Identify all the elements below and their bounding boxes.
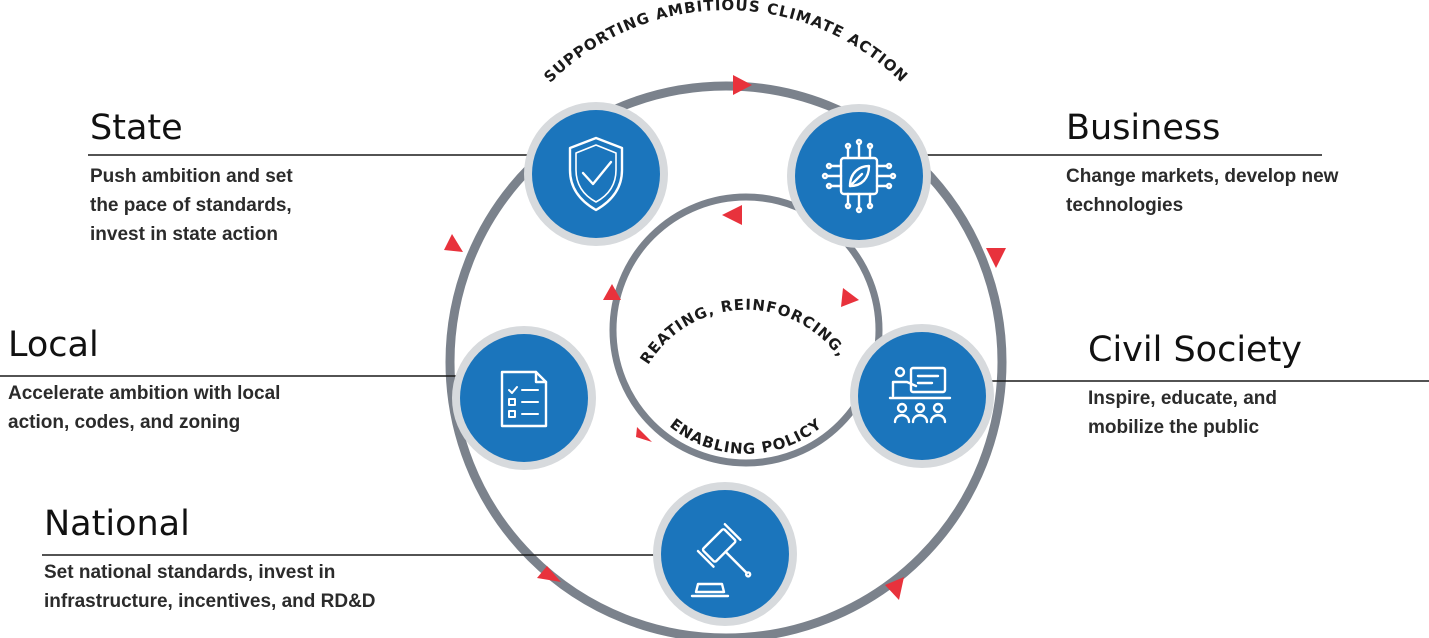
outer-ring-arrows — [444, 75, 1006, 600]
business-node — [787, 104, 931, 248]
national-label-block: National Set national standards, invest … — [44, 504, 504, 616]
civil-society-node — [850, 324, 994, 468]
leader-lines — [0, 154, 1429, 556]
civil-society-description: Inspire, educate, and mobilize the publi… — [1088, 388, 1277, 438]
outer-arrow — [444, 234, 463, 252]
outer-arrow — [986, 248, 1006, 268]
circuit-leaf-icon — [821, 138, 897, 214]
national-title: National — [44, 504, 190, 544]
local-title: Local — [8, 325, 99, 365]
gavel-icon — [690, 523, 752, 598]
local-node — [452, 326, 596, 470]
state-node — [524, 102, 668, 246]
civil-society-label-block: Civil Society Inspire, educate, and mobi… — [1088, 330, 1428, 442]
state-title: State — [90, 108, 183, 148]
business-label-block: Business Change markets, develop new tec… — [1066, 108, 1428, 220]
state-label-block: State Push ambition and set the pace of … — [90, 108, 450, 249]
outer-ring-label-gap — [499, 12, 953, 135]
inner-ring-arrows — [603, 205, 859, 442]
national-description: Set national standards, invest in infras… — [44, 562, 376, 612]
inner-arrow — [841, 288, 859, 307]
business-description: Change markets, develop new technologies — [1066, 166, 1339, 216]
local-description: Accelerate ambition with local action, c… — [8, 383, 281, 433]
inner-ring — [609, 193, 883, 467]
inner-arrow — [636, 427, 652, 442]
inner-arrow — [603, 284, 621, 300]
outer-cycle-label: SUPPORTING AMBITIOUS CLIMATE ACTION — [540, 0, 911, 86]
outer-arrow — [537, 566, 561, 582]
state-description: Push ambition and set the pace of standa… — [90, 166, 293, 245]
outer-ring — [445, 81, 1007, 638]
inner-arrow — [722, 205, 742, 225]
presentation-audience-icon — [888, 366, 952, 424]
shield-check-icon — [568, 136, 624, 212]
checklist-document-icon — [500, 370, 548, 428]
business-title: Business — [1066, 108, 1221, 148]
national-node — [653, 482, 797, 626]
outer-arrow — [885, 577, 904, 600]
local-label-block: Local Accelerate ambition with local act… — [8, 325, 408, 437]
civil-society-title: Civil Society — [1088, 330, 1303, 370]
outer-arrow — [733, 75, 752, 95]
